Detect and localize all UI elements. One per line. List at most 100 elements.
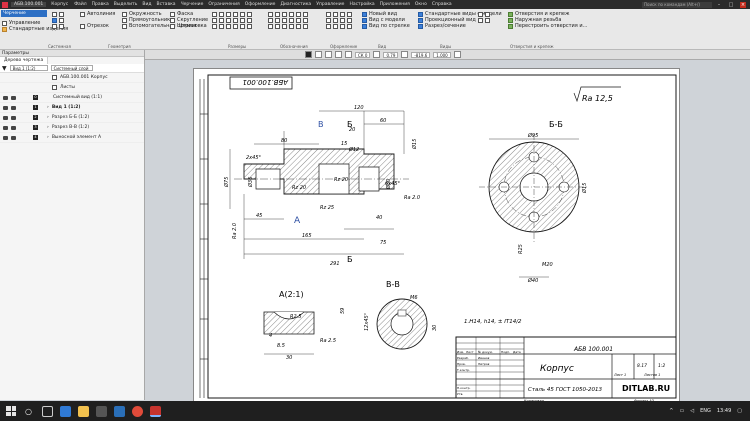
layer-select[interactable]: Системный слой	[50, 65, 93, 71]
command-search-input[interactable]: Поиск по командам (Alt+/)	[642, 1, 712, 8]
wave-icon[interactable]	[303, 23, 308, 29]
app-logo-icon[interactable]	[2, 1, 8, 8]
expand-icon[interactable]: ›	[47, 115, 49, 120]
ribbon-arrow-view-button[interactable]: Вид по стрелке	[362, 23, 410, 29]
format-3-icon[interactable]	[340, 11, 345, 17]
note-icon[interactable]	[282, 23, 287, 29]
pan-icon[interactable]	[401, 51, 409, 58]
expand-icon[interactable]: ›	[47, 135, 49, 140]
notifications-icon[interactable]: ▢	[737, 408, 742, 414]
dim-height-icon[interactable]	[233, 17, 238, 23]
center-icon[interactable]	[296, 17, 301, 23]
close-icon[interactable]: ×	[740, 1, 746, 8]
redo-icon[interactable]	[59, 23, 64, 29]
base-icon[interactable]	[282, 11, 287, 17]
ribbon-new-view-button[interactable]: Новый вид	[362, 11, 410, 17]
search-icon[interactable]: ○	[25, 406, 32, 416]
tree-item-view1[interactable]: 1 › Вид 1 (1:2)	[0, 103, 144, 113]
dim-edit-icon[interactable]	[247, 17, 252, 23]
menu-constraints[interactable]: Ограничения	[208, 2, 240, 7]
detail-icon[interactable]	[289, 23, 294, 29]
visibility-icon[interactable]	[3, 105, 8, 110]
print-icon[interactable]	[59, 17, 64, 23]
axis-icon[interactable]	[303, 17, 308, 23]
network-icon[interactable]: ▭	[679, 408, 685, 414]
menu-view[interactable]: Вид	[142, 2, 152, 7]
edge-icon[interactable]	[59, 405, 71, 417]
ribbon-thread-button[interactable]: Наружная резьба	[508, 17, 587, 23]
format-6-icon[interactable]	[333, 17, 338, 23]
arrow-view-icon[interactable]	[303, 11, 308, 17]
volume-icon[interactable]: ◁	[690, 408, 695, 414]
ribbon-view-from-model-button[interactable]: Вид с модели	[362, 17, 410, 23]
chrome-icon[interactable]	[131, 405, 143, 417]
mail-icon[interactable]	[113, 405, 125, 417]
ribbon-section-button[interactable]: Разрез/сечение	[418, 23, 502, 29]
new-icon[interactable]	[52, 11, 57, 17]
mark-icon[interactable]	[275, 17, 280, 23]
menu-edit[interactable]: Правка	[91, 2, 109, 7]
tray-arrow-icon[interactable]: ^	[669, 408, 674, 414]
tolerance-icon[interactable]	[289, 11, 294, 17]
misc-3-icon[interactable]	[478, 17, 483, 23]
save-icon[interactable]	[52, 17, 57, 23]
expand-icon[interactable]: ›	[47, 125, 49, 130]
text-icon[interactable]	[268, 23, 273, 29]
dim-diameter-icon[interactable]	[226, 11, 231, 17]
lock-icon[interactable]	[11, 95, 16, 100]
tree-item-root[interactable]: АБВ.100.001 Корпус	[0, 73, 144, 83]
menu-help[interactable]: Справка	[431, 2, 452, 7]
dim-linear-icon[interactable]	[212, 11, 217, 17]
open-icon[interactable]	[59, 11, 64, 17]
tree-item-view3[interactable]: 3 › Разрез В-В (1:2)	[0, 123, 144, 133]
ribbon-projection-view-button[interactable]: Проекционный вид	[418, 17, 502, 23]
maximize-icon[interactable]: □	[728, 1, 734, 8]
store-icon[interactable]	[95, 405, 107, 417]
misc-4-icon[interactable]	[485, 17, 490, 23]
symbol-icon[interactable]	[289, 17, 294, 23]
zoom-icon[interactable]	[373, 51, 381, 58]
pointer-icon[interactable]	[305, 51, 312, 58]
ribbon-tab-drawing[interactable]: Черчение	[1, 10, 47, 17]
menu-drawing[interactable]: Черчение	[180, 2, 204, 7]
format-9-icon[interactable]	[326, 23, 331, 29]
menu-insert[interactable]: Вставка	[156, 2, 176, 7]
filter-icon[interactable]: ▼	[2, 64, 7, 72]
lock-icon[interactable]	[11, 115, 16, 120]
windows-start-icon[interactable]	[3, 403, 19, 419]
dim-more-icon[interactable]	[247, 23, 252, 29]
minimize-icon[interactable]: –	[717, 1, 721, 8]
visibility-icon[interactable]	[3, 95, 8, 100]
tree-item-view2[interactable]: 2 › Разрез Б-Б (1:2)	[0, 113, 144, 123]
dim-radial-icon[interactable]	[219, 11, 224, 17]
weld-icon[interactable]	[282, 17, 287, 23]
ribbon-autoline-button[interactable]: Автолиния	[80, 11, 115, 17]
menu-format[interactable]: Оформление	[244, 2, 276, 7]
menu-settings[interactable]: Настройка	[349, 2, 375, 7]
dim-chain-icon[interactable]	[247, 11, 252, 17]
dim-smart-icon[interactable]	[212, 23, 217, 29]
drawing-sheet[interactable]: АБВ.100.001 Ra 12,5 12	[193, 68, 680, 403]
lock-icon[interactable]	[11, 105, 16, 110]
format-7-icon[interactable]	[340, 17, 345, 23]
explorer-icon[interactable]	[77, 405, 89, 417]
doc-tab-1[interactable]: АБВ.100.001	[11, 2, 47, 7]
format-12-icon[interactable]	[347, 23, 352, 29]
ribbon-manage-button[interactable]: Управление	[2, 20, 68, 26]
format-10-icon[interactable]	[333, 23, 338, 29]
format-8-icon[interactable]	[347, 17, 352, 23]
position-icon[interactable]	[268, 17, 273, 23]
dim-tol-icon[interactable]	[226, 23, 231, 29]
ribbon-standard-views-button[interactable]: Стандартные виды с модели	[418, 11, 502, 17]
menu-apps[interactable]: Приложения	[379, 2, 410, 7]
menu-manage[interactable]: Управление	[316, 2, 345, 7]
dim-arc-icon[interactable]	[219, 17, 224, 23]
format-2-icon[interactable]	[333, 11, 338, 17]
lock-icon[interactable]	[11, 125, 16, 130]
ribbon-rect-button[interactable]: Прямоугольник	[122, 17, 196, 23]
visibility-icon[interactable]	[3, 135, 8, 140]
view-select[interactable]: Вид 1 (1:2)	[9, 65, 48, 71]
ribbon-hatch-button[interactable]: Штриховка	[170, 23, 208, 29]
expand-icon[interactable]: ›	[47, 105, 49, 110]
zoom-field[interactable]: 0.79	[383, 51, 399, 58]
